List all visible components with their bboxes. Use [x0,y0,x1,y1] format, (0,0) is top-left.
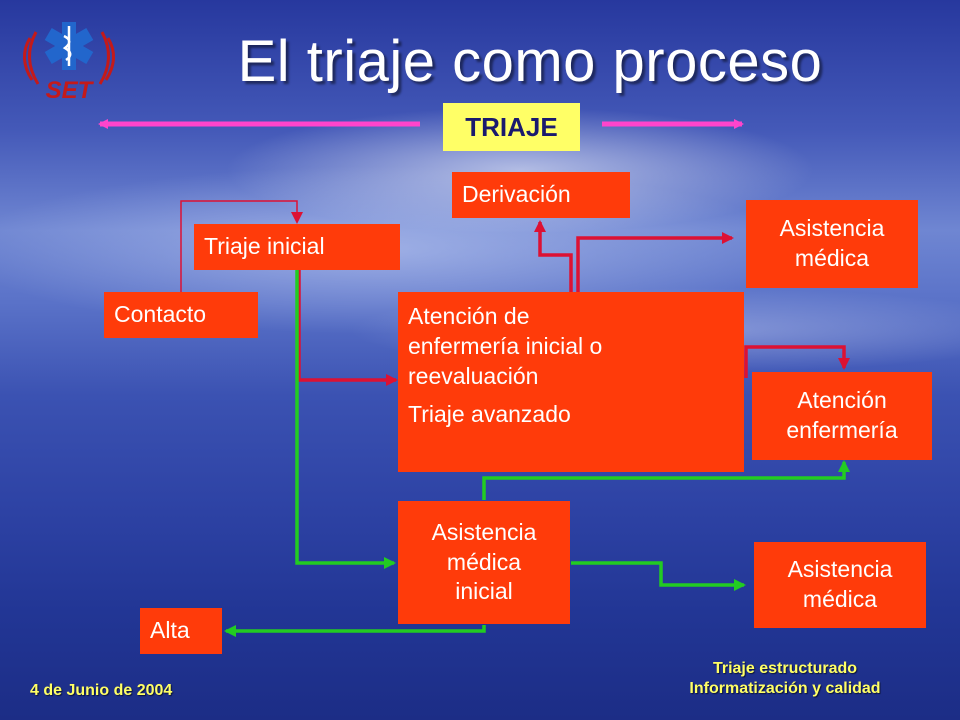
node-alta-label: Alta [150,617,190,644]
arrow-contacto-triaje [180,200,303,292]
node-atencion-line3: reevaluación [408,362,539,389]
node-asistencia-medica-top-line2: médica [794,245,870,271]
footer-caption: Triaje estructurado Informatización y ca… [650,659,920,699]
node-atencion-line1: Atención de [408,303,530,329]
node-asistencia-inicial-line1: Asistencia [431,518,537,545]
arrow-triaje-asistencia-inicial [295,270,396,569]
node-atencion-enfermeria-line2: enfermería [786,417,898,443]
slide-title: El triaje como proceso [237,29,823,94]
node-asistencia-medica-inicial: Asistencia médica inicial [398,501,570,624]
arrow-triaje-atencion [297,270,398,386]
node-asistencia-inicial-line2: médica [446,548,522,575]
svg-text:SET: SET [46,77,95,104]
node-triaje-avanzado-label: Triaje avanzado [408,400,571,427]
node-contacto: Contacto [104,292,258,338]
arrow-atencion-derivacion [534,220,573,292]
node-asistencia-medica-bottom-line2: médica [802,586,878,612]
node-triaje-inicial-label: Triaje inicial [204,233,325,260]
node-asistencia-inicial-line3: inicial [455,578,513,605]
arrow-atencion-asistencia-top [576,232,734,292]
set-logo-icon: SET [23,22,115,104]
arrow-asistencia-enfermeria [482,460,850,500]
node-asistencia-medica-bottom-line1: Asistencia [787,556,893,583]
arrow-asistencia-alta [224,625,486,637]
footer-caption-line2: Informatización y calidad [689,680,881,697]
node-triaje-inicial: Triaje inicial [194,224,400,270]
footer-date: 4 de Junio de 2004 [30,682,173,699]
arrow-asistencia-bottom [571,561,746,591]
triaje-banner: TRIAJE [443,103,580,151]
footer-caption-line1: Triaje estructurado [712,660,858,677]
node-atencion-enfermeria-line1: Atención [797,387,887,414]
node-atencion-enfermeria-inicial: Atención de enfermería inicial o reevalu… [398,292,744,472]
arrow-atencion-enfermeria [744,345,850,378]
node-asistencia-medica-bottom: Asistencia médica [754,542,926,628]
node-contacto-label: Contacto [114,301,207,328]
node-asistencia-medica-top: Asistencia médica [746,200,918,288]
node-atencion-enfermeria: Atención enfermería [752,372,932,460]
node-atencion-line2: enfermería inicial o [408,332,603,359]
node-asistencia-medica-top-line1: Asistencia [779,215,885,242]
node-derivacion: Derivación [452,172,630,218]
node-alta: Alta [140,608,222,654]
node-derivacion-label: Derivación [462,181,571,208]
